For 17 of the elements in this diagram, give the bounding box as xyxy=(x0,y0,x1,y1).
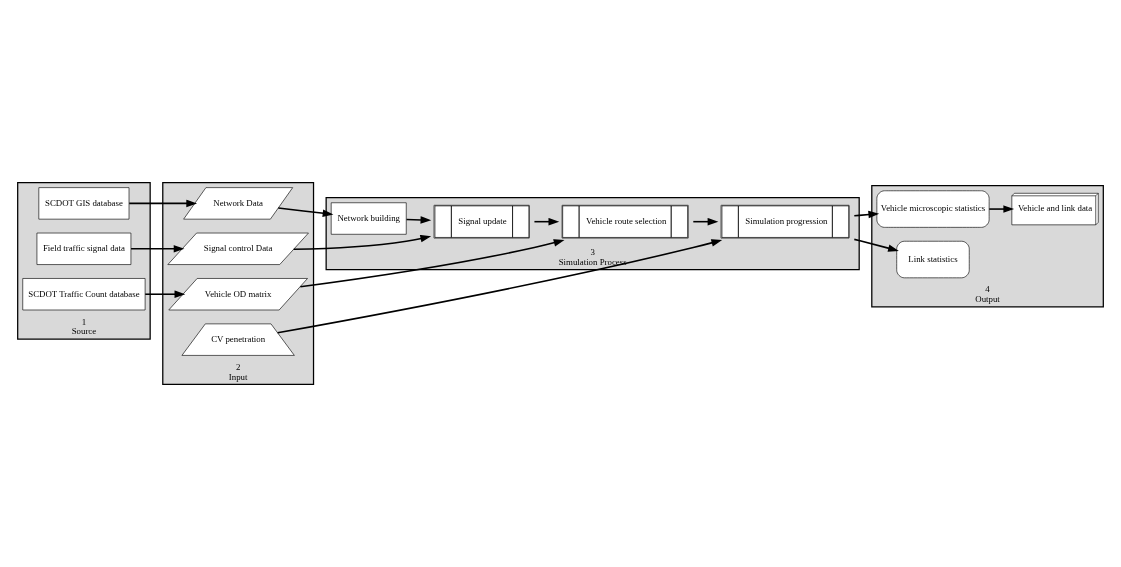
node-box: Link statistics xyxy=(896,240,970,279)
arrow xyxy=(853,210,880,219)
node-box: Field traffic signal data xyxy=(36,232,132,265)
arrow xyxy=(988,205,1015,213)
arrow xyxy=(277,207,334,217)
arrow xyxy=(130,245,185,253)
node-box: Vehicle microscopic statistics xyxy=(876,190,990,228)
node-box: SCDOT GIS database xyxy=(38,187,130,220)
node-box: Network building xyxy=(330,202,407,235)
arrow xyxy=(405,216,432,224)
arrow xyxy=(144,290,186,298)
arrow xyxy=(276,239,723,334)
node-box: SCDOT Traffic Count database xyxy=(22,278,146,311)
arrow xyxy=(292,234,432,250)
arrow xyxy=(853,238,899,252)
arrow xyxy=(128,199,198,208)
arrow xyxy=(299,239,565,288)
